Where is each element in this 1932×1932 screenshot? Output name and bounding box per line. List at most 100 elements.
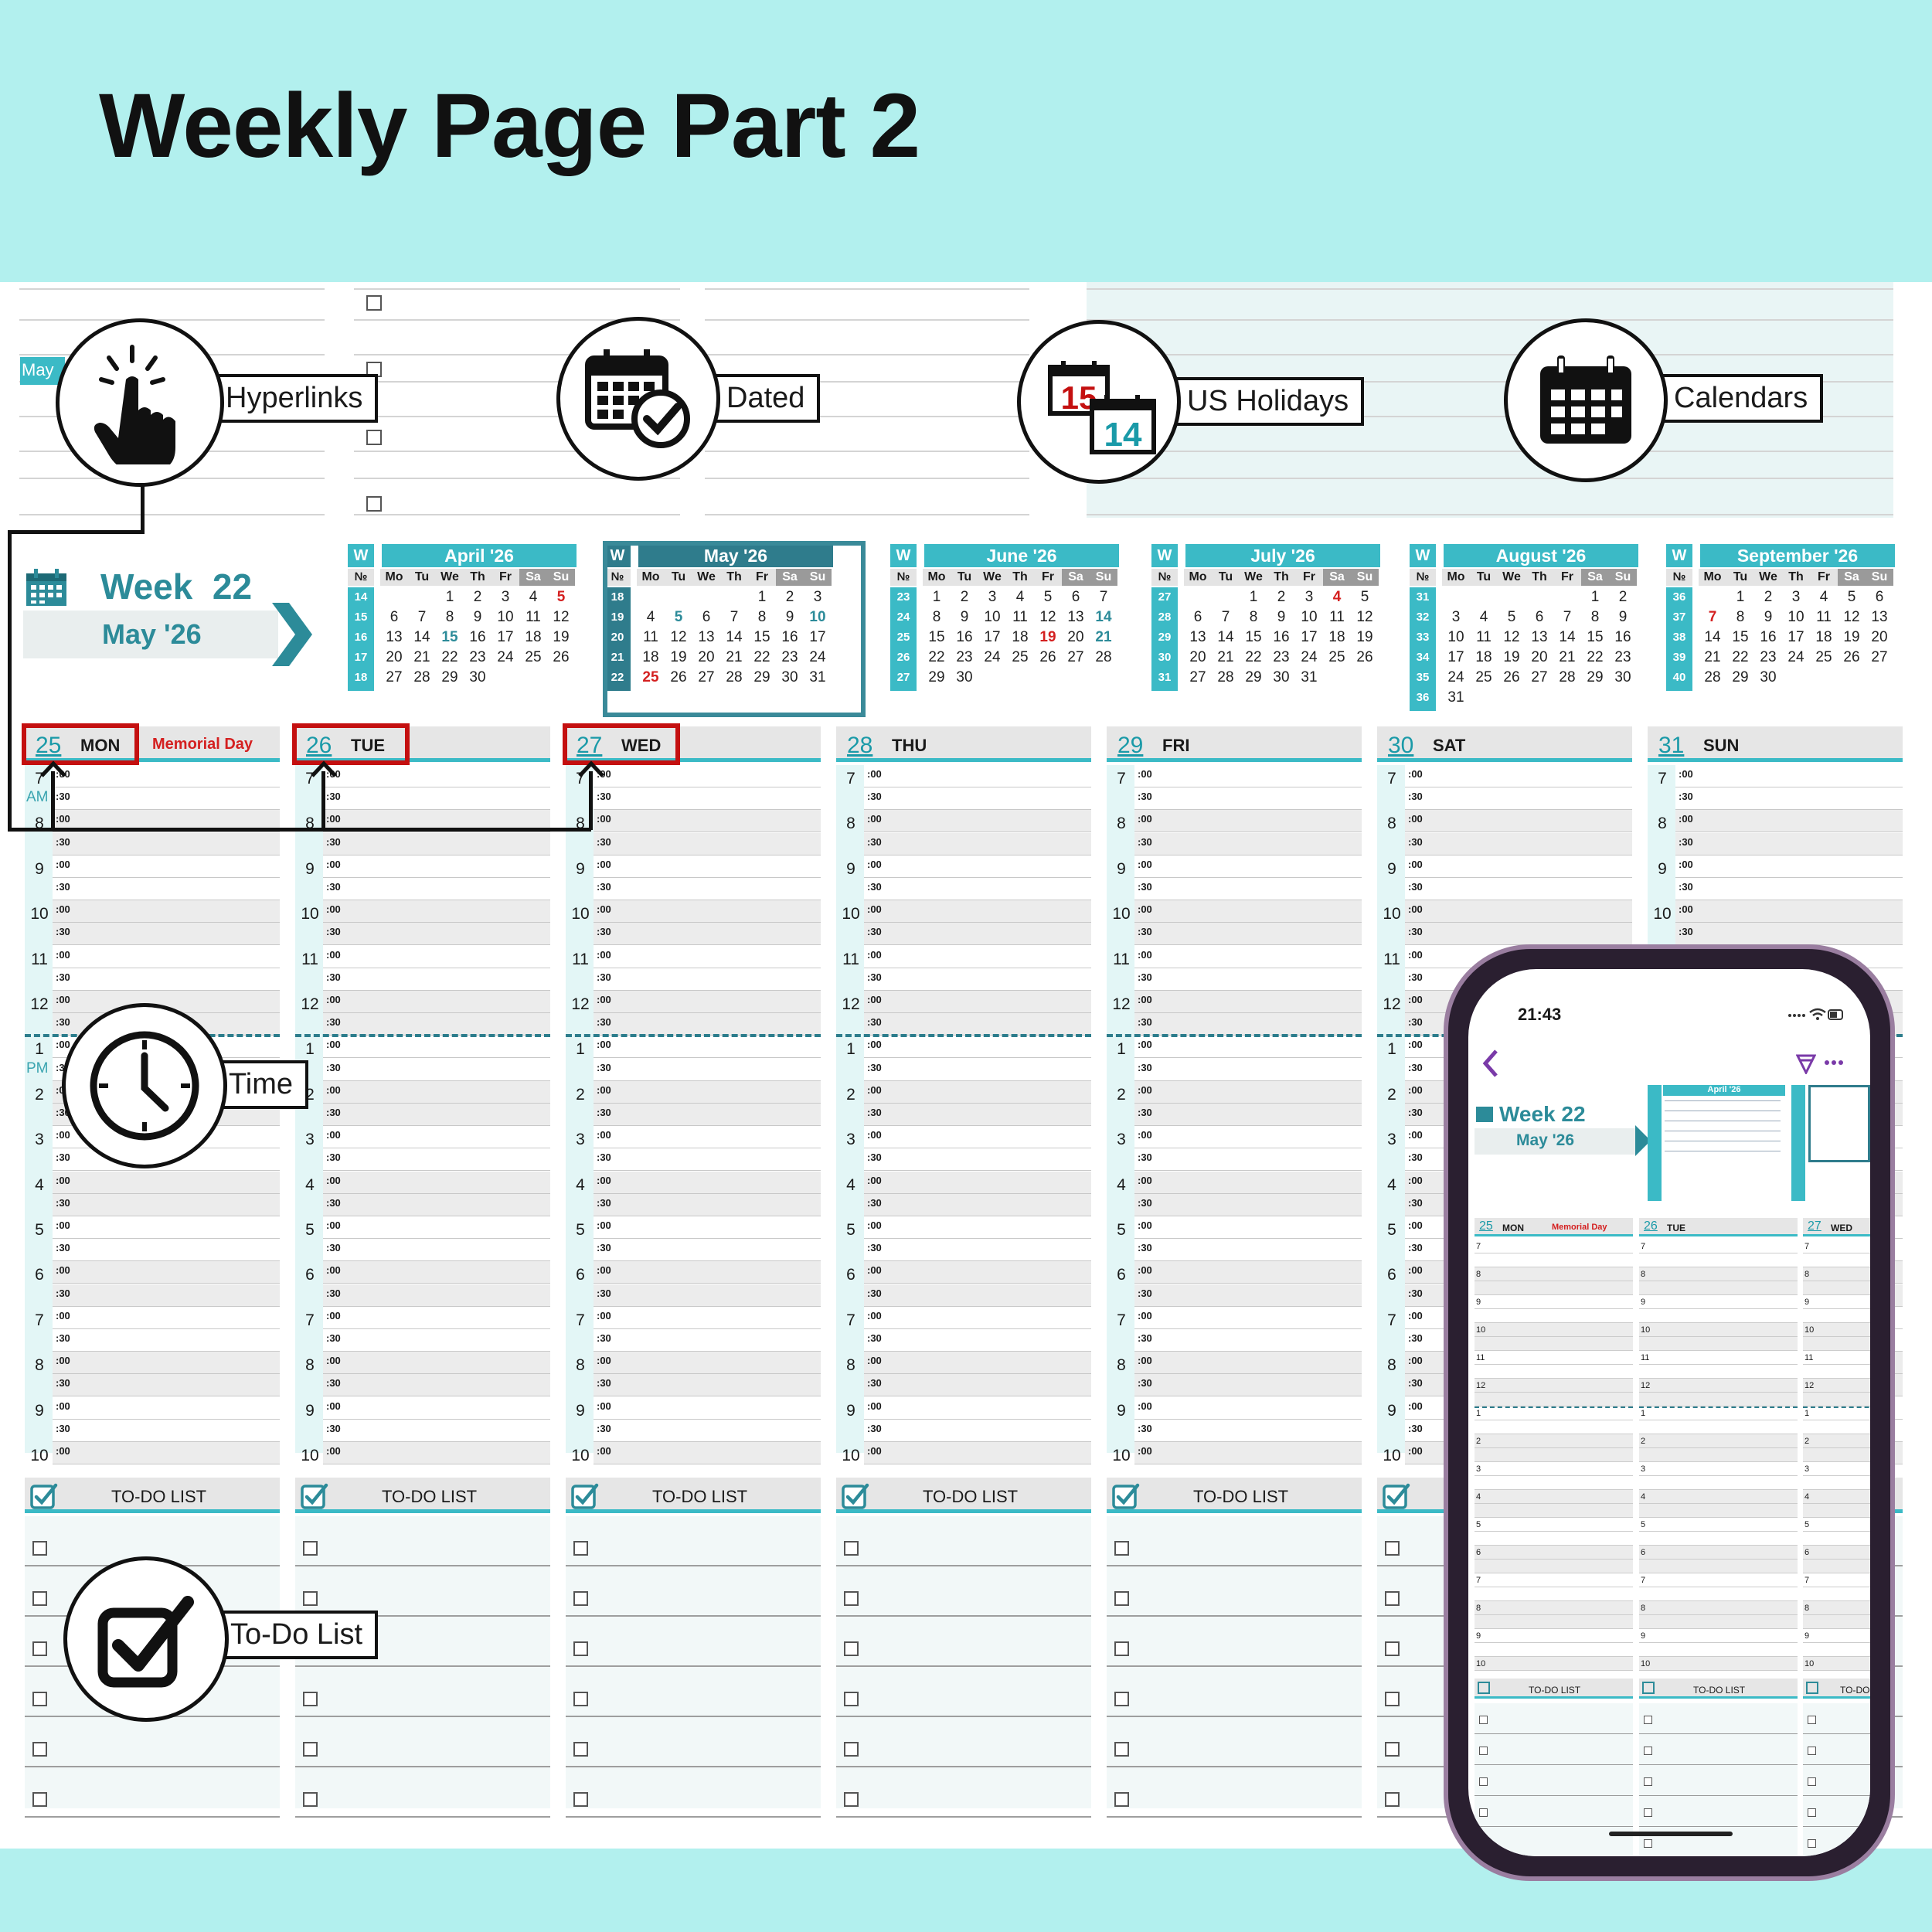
week-number[interactable]: 15 [354,611,368,624]
time-slot[interactable] [1405,878,1632,900]
month-link[interactable]: May '26 [23,611,278,658]
todo-checkbox[interactable] [32,1792,47,1807]
phone-time-slot[interactable] [1639,1587,1798,1601]
phone-time-slot[interactable] [1475,1323,1633,1337]
time-slot[interactable] [53,878,280,900]
phone-time-slot[interactable] [1639,1240,1798,1253]
time-slot[interactable] [323,1397,550,1420]
todo-checkbox[interactable] [1385,1541,1400,1556]
calendar-day[interactable]: 2 [473,589,482,605]
pen-icon[interactable] [1796,1053,1816,1074]
time-slot[interactable] [323,1126,550,1149]
todo-checkbox[interactable] [303,1742,318,1757]
todo-checkbox[interactable] [303,1792,318,1807]
phone-time-slot[interactable] [1639,1462,1798,1476]
time-slot[interactable] [864,1374,1091,1397]
phone-time-slot[interactable] [1803,1379,1870,1393]
calendar-day[interactable]: 2 [785,589,794,605]
phone-day-header[interactable] [1639,1218,1798,1236]
phone-time-slot[interactable] [1803,1629,1870,1643]
time-slot[interactable] [323,1261,550,1284]
calendar-day[interactable]: 18 [1815,629,1832,645]
home-indicator[interactable] [1609,1832,1733,1836]
calendar-day[interactable]: 8 [1249,609,1258,625]
calendar-day[interactable]: 18 [1012,629,1029,645]
time-slot[interactable] [594,1284,821,1307]
calendar-day[interactable]: 5 [1043,589,1053,605]
time-slot[interactable] [323,1216,550,1239]
week-number[interactable]: 39 [1672,651,1686,664]
calendar-day[interactable]: 10 [1447,629,1464,645]
calendar-day[interactable]: 12 [1843,609,1860,625]
phone-time-slot[interactable] [1475,1393,1633,1406]
day-number-link[interactable]: 27 [577,733,603,758]
phone-time-slot[interactable] [1475,1601,1633,1615]
time-slot[interactable] [323,1104,550,1126]
phone-time-slot[interactable] [1803,1365,1870,1379]
calendar-day[interactable]: 18 [525,629,542,645]
time-slot[interactable] [1675,765,1903,787]
calendar-day[interactable]: 31 [809,669,826,685]
week-number[interactable]: 18 [354,671,368,684]
phone-time-slot[interactable] [1639,1281,1798,1295]
phone-time-slot[interactable] [1475,1309,1633,1323]
day-number-link[interactable]: 29 [1117,733,1144,758]
time-slot[interactable] [864,1148,1091,1172]
todo-checkbox[interactable] [573,1591,588,1606]
calendar-day[interactable]: 23 [781,649,798,665]
phone-time-slot[interactable] [1475,1615,1633,1629]
todo-checkbox[interactable] [32,1641,47,1656]
time-slot[interactable] [1134,787,1362,811]
calendar-day[interactable]: 23 [469,649,486,665]
calendar-day[interactable]: 3 [813,589,822,605]
chevron-right-icon[interactable] [272,603,312,666]
phone-time-slot[interactable] [1475,1657,1633,1671]
time-slot[interactable] [323,968,550,991]
phone-day-header[interactable] [1803,1218,1870,1236]
phone-time-slot[interactable] [1475,1573,1633,1587]
calendar-day[interactable]: 14 [413,629,430,645]
time-slot[interactable] [1675,900,1903,923]
phone-time-slot[interactable] [1803,1560,1870,1573]
calendar-day[interactable]: 17 [809,629,826,645]
todo-checkbox[interactable] [844,1591,859,1606]
calendar-day[interactable]: 27 [1871,649,1888,665]
calendar-day[interactable]: 12 [670,629,687,645]
time-slot[interactable] [1134,1329,1362,1352]
time-slot[interactable] [594,1193,821,1216]
phone-time-slot[interactable] [1639,1504,1798,1518]
checkbox-checked-icon[interactable] [1478,1682,1490,1694]
calendar-day[interactable]: 17 [1787,629,1804,645]
day-number-link[interactable]: 26 [306,733,332,758]
calendar-day[interactable]: 7 [1708,609,1717,625]
time-slot[interactable] [864,946,1091,968]
calendar-day[interactable]: 29 [928,669,945,685]
calendar-day[interactable]: 2 [1618,589,1628,605]
phone-todo-item[interactable] [1475,1765,1633,1796]
time-slot[interactable] [53,1239,280,1262]
phone-time-slot[interactable] [1475,1490,1633,1504]
calendar-day[interactable]: 8 [445,609,454,625]
time-slot[interactable] [1134,968,1362,991]
time-slot[interactable] [594,1442,821,1464]
phone-time-slot[interactable] [1639,1420,1798,1434]
phone-todo-checkbox[interactable] [1808,1839,1816,1848]
phone-time-slot[interactable] [1803,1518,1870,1532]
calendar-day[interactable]: 30 [1760,669,1777,685]
week-number[interactable]: 20 [611,631,624,644]
time-slot[interactable] [323,1059,550,1081]
phone-time-slot[interactable] [1639,1267,1798,1281]
calendar-day[interactable]: 3 [988,589,997,605]
time-slot[interactable] [594,810,821,833]
calendar-day[interactable]: 26 [553,649,570,665]
time-slot[interactable] [864,991,1091,1013]
phone-time-slot[interactable] [1475,1629,1633,1643]
time-slot[interactable] [53,1397,280,1420]
todo-checkbox[interactable] [844,1742,859,1757]
phone-time-slot[interactable] [1639,1337,1798,1351]
phone-todo-item[interactable] [1639,1796,1798,1827]
week-number[interactable]: 18 [611,590,624,604]
